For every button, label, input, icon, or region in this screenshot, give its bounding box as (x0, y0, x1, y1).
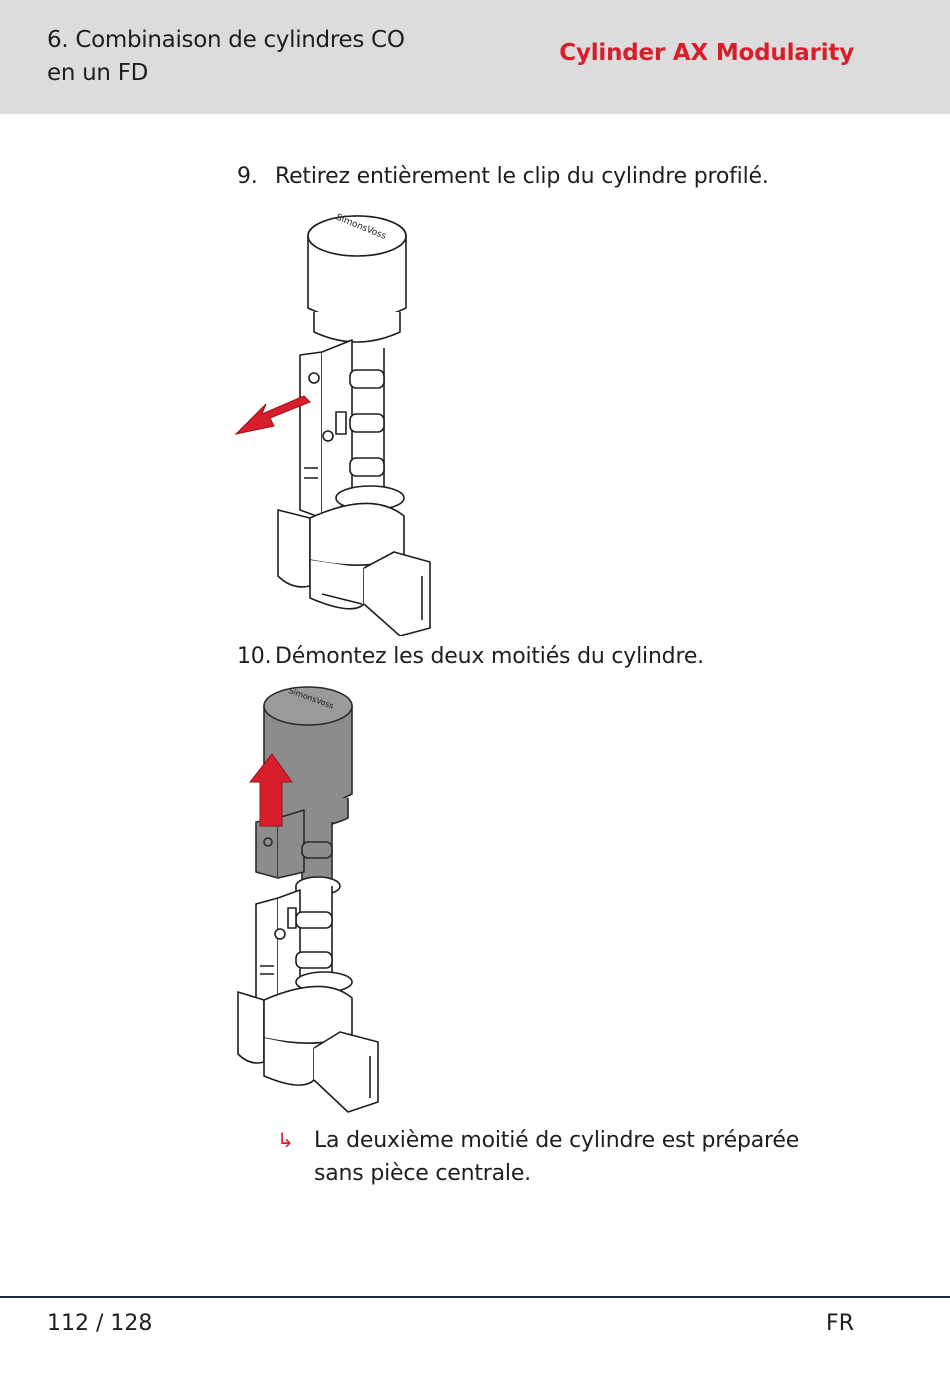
product-name: Cylinder AX Modularity (559, 40, 854, 66)
result-arrow-icon: ↳ (277, 1128, 294, 1152)
chapter-title: 6. Combinaison de cylindres CO en un FD (47, 24, 467, 90)
pull-arrow-icon (234, 395, 311, 435)
step-result: ↳ La deuxième moitié de cylindre est pré… (277, 1124, 837, 1190)
step-number: 9. (237, 164, 258, 189)
step-number: 10. (237, 644, 272, 669)
footer-divider (0, 1296, 950, 1298)
result-line2: sans pièce centrale. (314, 1161, 531, 1186)
step-10: 10.Démontez les deux moitiés du cylindre… (237, 644, 704, 669)
cylinder-clip-removal-illustration: SimonsVoss (234, 213, 431, 636)
page-header: 6. Combinaison de cylindres CO en un FD … (0, 0, 950, 114)
page-number: 112 / 128 (47, 1311, 153, 1336)
chapter-title-line2: en un FD (47, 60, 149, 86)
step-9: 9. Retirez entièrement le clip du cylindr… (237, 164, 769, 189)
cylinder-separation-illustration: SimonsVoss (237, 686, 379, 1113)
chapter-title-line1: 6. Combinaison de cylindres CO (47, 27, 405, 53)
step-text: Démontez les deux moitiés du cylindre. (275, 644, 704, 669)
step-text: Retirez entièrement le clip du cylindre … (275, 164, 769, 189)
language-label: FR (826, 1311, 854, 1336)
lift-arrow-icon (248, 753, 293, 827)
result-line1: La deuxième moitié de cylindre est prépa… (314, 1128, 800, 1153)
